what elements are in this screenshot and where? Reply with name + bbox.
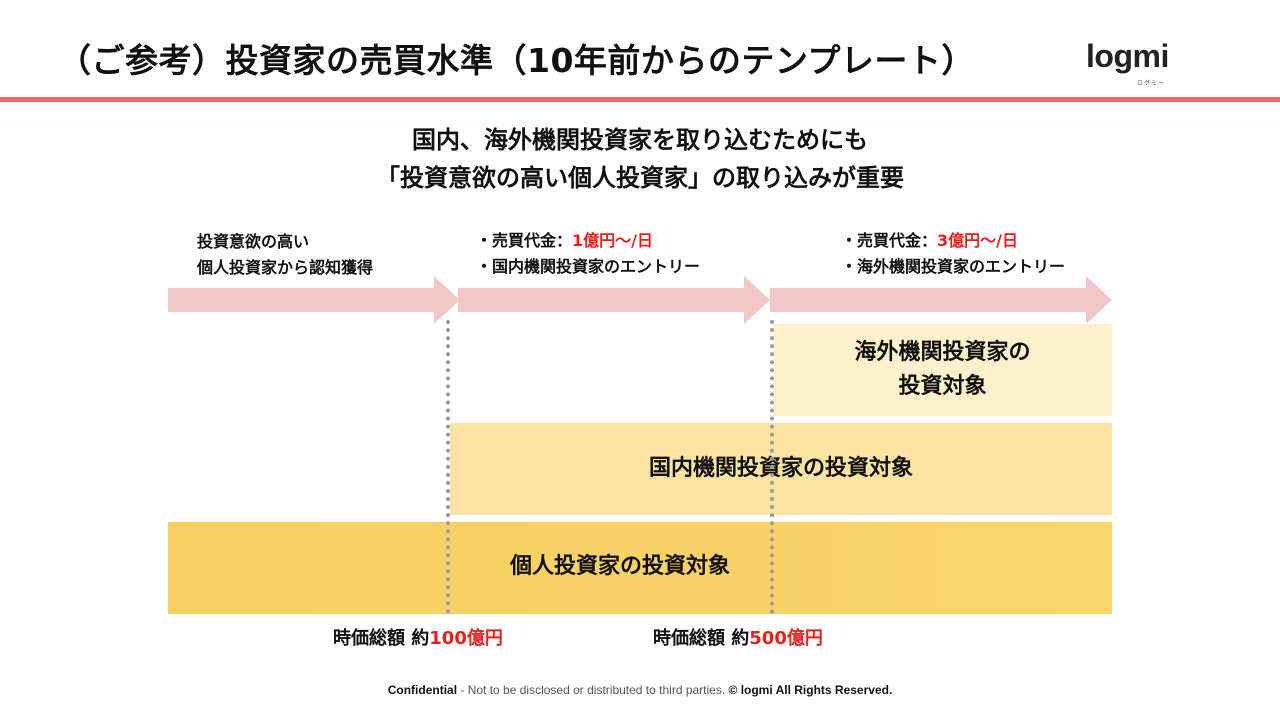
- stage-1-text: 投資意欲の高い 個人投資家から認知獲得: [197, 229, 373, 281]
- footer-copyright: © logmi All Rights Reserved.: [728, 683, 893, 697]
- market-cap-2-value: 500億円: [749, 628, 823, 649]
- logmi-logo-subtitle: ログミー: [1137, 80, 1166, 87]
- stage-3-arrow: [770, 276, 1112, 324]
- overseas-band-line-2: 投資対象: [898, 374, 987, 399]
- stage-1-line-1: 投資意欲の高い: [197, 232, 310, 251]
- market-cap-1-value: 100億円: [429, 628, 503, 649]
- stage-3-bullet-2: ・海外機関投資家のエントリー: [841, 257, 1066, 276]
- domestic-band-label: 国内機関投資家の投資対象: [648, 456, 913, 481]
- footer: Confidential - Not to be disclosed or di…: [0, 683, 1280, 697]
- stage-2-trading-value: 1億円～/日: [572, 231, 653, 250]
- individual-band-label: 個人投資家の投資対象: [510, 554, 731, 579]
- footer-confidential: Confidential: [387, 683, 458, 697]
- stage-3-trading-label: ・売買代金：: [841, 231, 938, 250]
- headline-line-2: 「投資意欲の高い個人投資家」の取り込みが重要: [376, 164, 904, 192]
- stage-2-arrow: [458, 276, 770, 324]
- overseas-band-line-1: 海外機関投資家の: [854, 340, 1031, 365]
- stage-2-bullet-2: ・国内機関投資家のエントリー: [476, 257, 701, 276]
- page-title: （ご参考）投資家の売買水準（10年前からのテンプレート）: [58, 41, 975, 80]
- stage-1-line-2: 個人投資家から認知獲得: [197, 258, 374, 277]
- stage-3-text: ・売買代金：3億円～/日 ・海外機関投資家のエントリー: [841, 228, 1065, 280]
- threshold-divider-1: [446, 320, 450, 614]
- market-cap-label-2: 時価総額 約500億円: [653, 624, 823, 650]
- individual-investor-band: 個人投資家の投資対象: [168, 522, 1112, 614]
- stage-1-arrow: [168, 276, 460, 324]
- header-divider: [0, 97, 1280, 102]
- stage-3-trading-value: 3億円～/日: [937, 231, 1018, 250]
- headline-line-1: 国内、海外機関投資家を取り込むためにも: [412, 126, 868, 154]
- market-cap-1-prefix: 時価総額 約: [333, 628, 430, 649]
- market-cap-label-1: 時価総額 約100億円: [333, 624, 503, 650]
- market-cap-2-prefix: 時価総額 約: [653, 628, 750, 649]
- logmi-logo: logmi: [1086, 38, 1169, 74]
- stage-3-bullet-1: ・売買代金：3億円～/日: [841, 228, 1065, 254]
- domestic-institutional-band: 国内機関投資家の投資対象: [450, 423, 1112, 515]
- stage-2-trading-label: ・売買代金：: [476, 231, 573, 250]
- overseas-institutional-band: 海外機関投資家の 投資対象: [773, 324, 1112, 416]
- threshold-divider-2: [770, 320, 774, 614]
- footer-disclaimer: - Not to be disclosed or distributed to …: [460, 683, 726, 697]
- stage-2-bullet-1: ・売買代金：1億円～/日: [476, 228, 700, 254]
- stage-2-text: ・売買代金：1億円～/日 ・国内機関投資家のエントリー: [476, 228, 700, 280]
